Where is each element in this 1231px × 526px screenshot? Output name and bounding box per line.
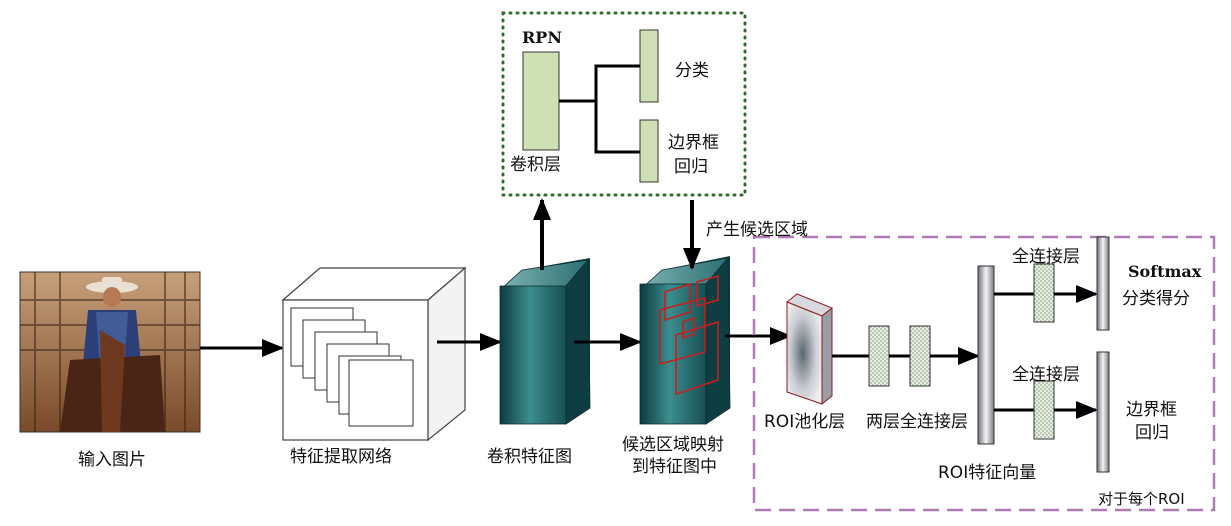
proposal-boxes: [659, 274, 719, 396]
feature-net-label: 特征提取网络: [290, 447, 392, 467]
fc-bottom-label: 全连接层: [1012, 365, 1080, 385]
mapping-label-line1: 候选区域映射: [622, 435, 724, 455]
rpn-bbox-block: [639, 119, 659, 183]
fc-bottom-block: [1033, 380, 1055, 440]
conv-feature-label: 卷积特征图: [487, 447, 572, 467]
input-image: [19, 271, 201, 433]
rpn-cls-block: [639, 29, 659, 103]
rpn-conv-block: [522, 51, 560, 151]
roi-pool-label: ROI池化层: [764, 412, 846, 432]
bbox-out-label-line1: 边界框: [1126, 400, 1177, 420]
fc2-block: [909, 325, 931, 387]
per-roi-region: [752, 235, 1216, 512]
softmax-label-line2: 分类得分: [1122, 289, 1190, 309]
roi-feature-vector: [977, 265, 995, 445]
proposal-mapping-map: [638, 256, 731, 425]
fc-top-label: 全连接层: [1012, 247, 1080, 267]
rpn-title: RPN: [522, 28, 562, 47]
bbox-output-bar: [1096, 351, 1110, 473]
roi-vector-label: ROI特征向量: [938, 463, 1037, 483]
two-fc-label: 两层全连接层: [866, 412, 968, 432]
proposal-label: 产生候选区域: [706, 220, 808, 240]
softmax-bar: [1096, 236, 1110, 331]
input-label: 输入图片: [78, 450, 146, 470]
fc1-block: [868, 325, 890, 387]
per-roi-label: 对于每个ROI: [1098, 490, 1185, 508]
feature-extraction-cube: [281, 266, 467, 442]
mapping-label-line2: 到特征图中: [632, 457, 717, 477]
softmax-label-line1: Softmax: [1128, 262, 1202, 281]
rpn-cls-label: 分类: [675, 61, 709, 81]
roi-pooling-block: [786, 293, 833, 406]
rpn-region: [501, 11, 747, 197]
fc-top-block: [1033, 263, 1055, 323]
rpn-connectors: [559, 64, 640, 154]
rpn-bbox-label-line1: 边界框: [668, 133, 719, 153]
rpn-bbox-label-line2: 回归: [674, 157, 708, 177]
bbox-out-label-line2: 回归: [1135, 423, 1169, 443]
rpn-conv-label: 卷积层: [510, 155, 561, 175]
